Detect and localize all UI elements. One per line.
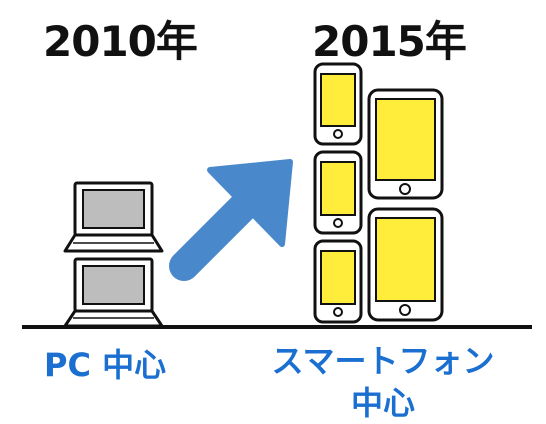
tablet-icon <box>367 88 444 200</box>
smartphone-icon <box>313 239 363 324</box>
laptop-icon <box>63 181 164 253</box>
smartphone-centric-caption: スマートフォン 中心 <box>268 340 498 424</box>
laptop-icon <box>63 257 164 328</box>
year-2010-label: 2010年 <box>43 17 198 66</box>
smartphone-icon <box>313 62 363 146</box>
smartphone-centric-caption-line1: スマートフォン <box>271 342 495 380</box>
year-2015-label: 2015年 <box>312 17 467 66</box>
pc-centric-caption: PC 中心 <box>44 346 167 384</box>
arrow-up-right-icon <box>169 159 293 281</box>
smartphone-centric-caption-line2: 中心 <box>350 384 415 422</box>
tablet-icon <box>367 207 444 322</box>
smartphone-icon <box>313 150 363 235</box>
